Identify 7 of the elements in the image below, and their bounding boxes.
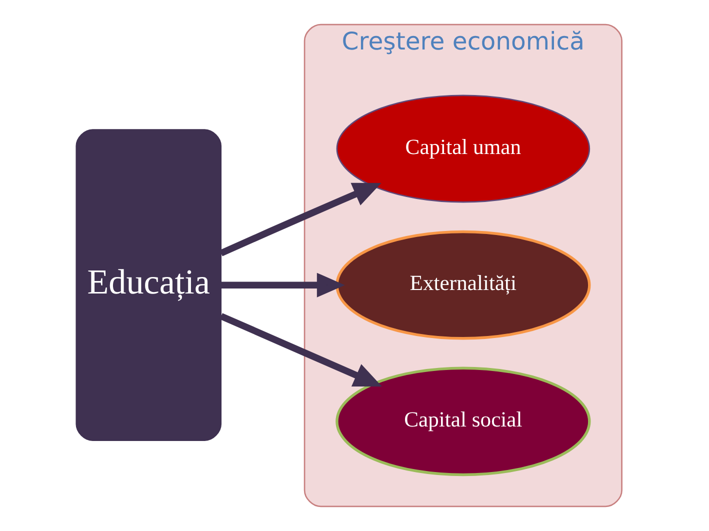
node-ellipse: Capital uman [336,94,590,203]
arrow [220,182,382,256]
node-box: Educația [76,129,222,441]
node-ellipse: Capital social [336,366,591,476]
arrow [221,272,345,298]
node-ellipse: Externalități [336,230,591,340]
arrow [220,313,382,387]
